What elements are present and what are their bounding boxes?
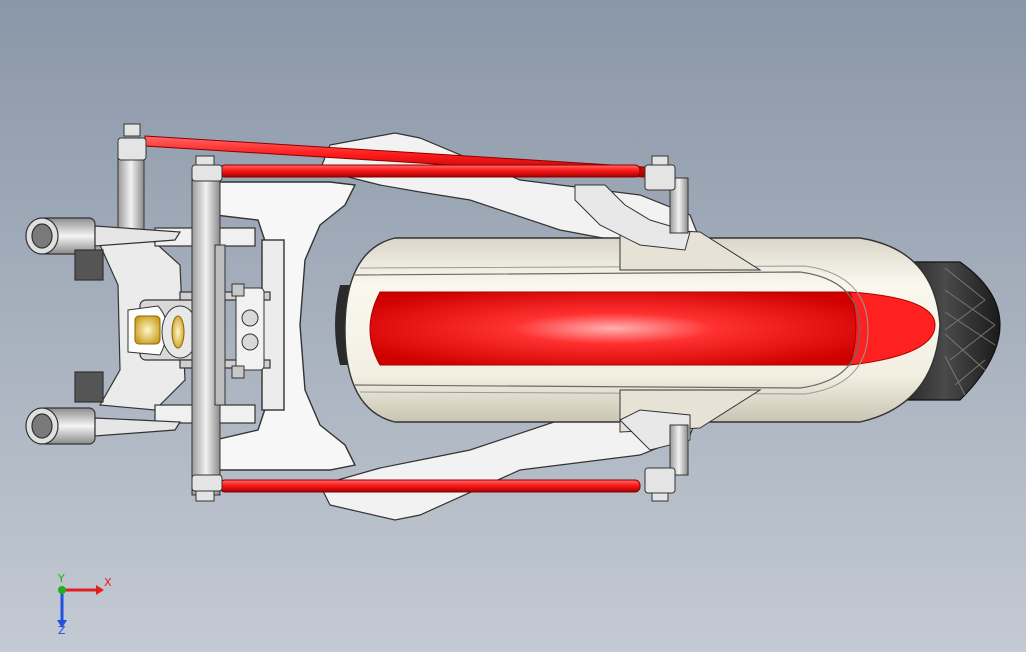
foot-peg-right[interactable] (25, 371, 182, 445)
bearing-bushing[interactable] (127, 305, 199, 359)
y-axis-dot (58, 586, 66, 594)
rod-end (117, 137, 147, 161)
tie-rod-lower[interactable] (219, 479, 641, 493)
rod-end-hardware (117, 123, 676, 502)
x-axis-arrowhead (96, 585, 104, 595)
rod-end (644, 467, 676, 494)
z-axis-label: Z (58, 624, 66, 637)
rod-end (644, 164, 676, 191)
link-plate[interactable] (231, 283, 265, 379)
foot-peg-left[interactable] (25, 217, 182, 281)
y-axis-label: Y (57, 572, 65, 585)
x-axis-label: X (104, 576, 112, 589)
axis-triad[interactable]: X Y Z (57, 572, 112, 637)
rod-end (191, 474, 223, 492)
z-axis-arrowhead (57, 620, 67, 628)
tie-rod-upper[interactable] (219, 164, 641, 178)
shock-mount-lower[interactable] (619, 409, 691, 476)
fender[interactable] (344, 227, 941, 433)
rod-end (191, 164, 223, 182)
shock-mount-upper[interactable] (574, 177, 691, 251)
nut (123, 123, 141, 137)
tire-tread (944, 267, 996, 396)
steering-posts[interactable] (117, 147, 226, 496)
